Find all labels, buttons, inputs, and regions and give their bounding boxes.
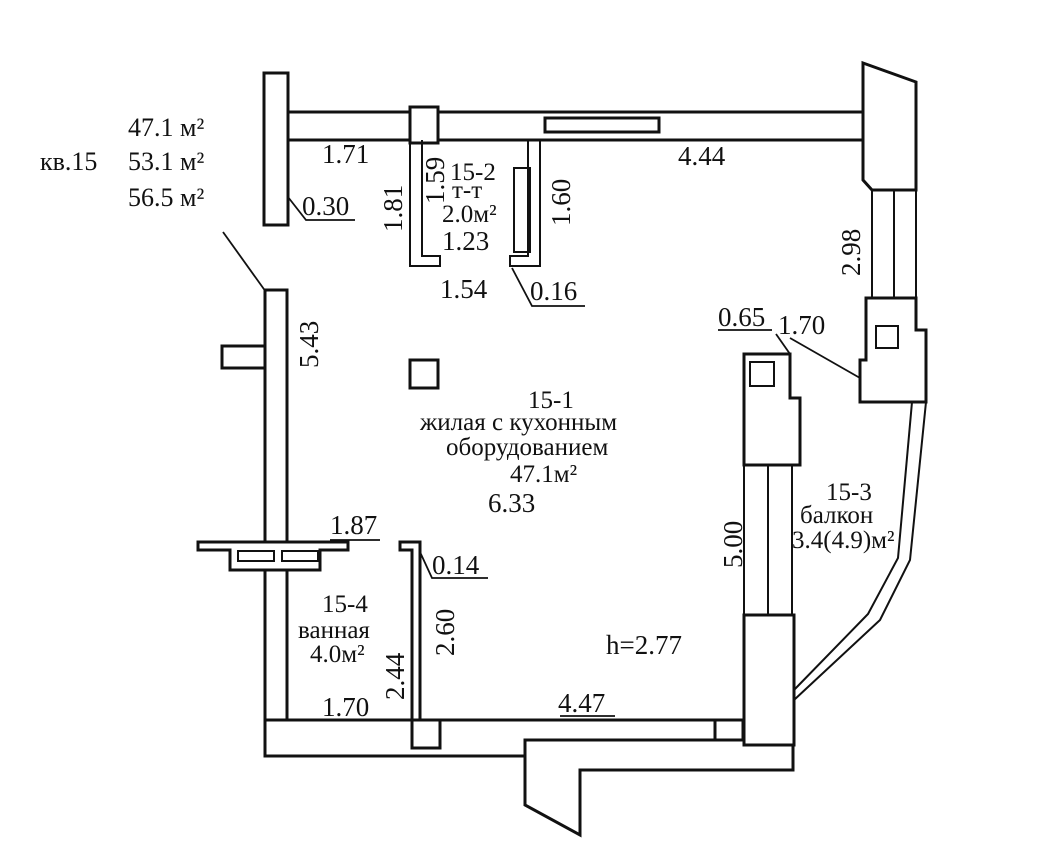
balcony-name: балкон [800, 502, 873, 529]
bath-area: 4.0м² [310, 641, 365, 668]
leader-lines [222, 196, 861, 717]
dim-wc-0-16: 0.16 [530, 276, 577, 306]
bath-name: ванная [298, 617, 370, 644]
dim-main-6-33: 6.33 [488, 488, 535, 518]
room-main: 15-1 жилая с кухонным оборудованием 47.1… [419, 387, 617, 488]
column [408, 358, 440, 390]
balcony-area: 3.4(4.9)м² [792, 527, 894, 554]
dim-bath-0-14: 0.14 [432, 550, 480, 580]
dim-wc-1-60: 1.60 [546, 179, 576, 226]
top-window [543, 116, 661, 134]
balcony-number: 15-3 [826, 479, 872, 506]
dim-bottom-1-70: 1.70 [322, 692, 369, 722]
room-wc: 15-2 т-т 2.0м² [442, 159, 497, 228]
left-wall [263, 288, 289, 750]
dim-wc-1-81: 1.81 [378, 185, 408, 232]
wc-right-partition [509, 140, 541, 267]
right-column [742, 352, 802, 467]
dim-top-left: 1.71 [322, 139, 369, 169]
balcony-outer [793, 401, 927, 701]
dim-right-2-98: 2.98 [836, 229, 866, 276]
apartment-label: кв.15 [40, 147, 97, 176]
dim-1-70-top: 1.70 [778, 310, 825, 340]
dim-wc-1-23: 1.23 [442, 226, 489, 256]
room-bath: 15-4 ванная 4.0м² [298, 591, 370, 668]
area-summary: 47.1 м² кв.15 53.1 м² 56.5 м² [40, 113, 204, 212]
wc-fixture [513, 167, 531, 253]
right-block [858, 296, 928, 404]
dim-wc-1-59: 1.59 [420, 157, 450, 204]
dim-right-5-00: 5.00 [718, 521, 748, 568]
dim-bath-1-87: 1.87 [330, 510, 377, 540]
dim-top-right: 4.44 [678, 141, 726, 171]
dim-bottom-4-47: 4.47 [558, 688, 605, 718]
ceiling-height: h=2.77 [606, 630, 682, 660]
main-name-line1: жилая с кухонным [419, 409, 617, 436]
right-upper-wall [861, 60, 918, 192]
bath-number: 15-4 [322, 591, 368, 618]
left-top-pier [262, 71, 290, 227]
dim-bath-2-44: 2.44 [380, 652, 410, 700]
walls [196, 60, 928, 838]
main-name-line2: оборудованием [446, 434, 608, 461]
area-with-balcony: 56.5 м² [128, 183, 204, 212]
dim-wall-0-30: 0.30 [302, 191, 349, 221]
dim-wc-1-54: 1.54 [440, 274, 488, 304]
bottom-projection [523, 738, 795, 838]
balcony-inner [793, 401, 913, 691]
main-area: 47.1м² [510, 461, 577, 488]
total-area: 53.1 м² [128, 147, 204, 176]
dim-left-5-43: 5.43 [294, 321, 324, 368]
main-number: 15-1 [528, 387, 574, 414]
living-area-total: 47.1 м² [128, 113, 204, 142]
left-wall-stub [220, 344, 267, 370]
wc-left-partition [409, 140, 441, 267]
wc-number: 15-2 [450, 159, 496, 186]
top-wall-pier [408, 105, 440, 145]
dimensions: 1.71 4.44 0.30 1.81 1.59 1.60 1.23 1.54 … [294, 139, 866, 722]
right-lower-wall [742, 613, 796, 747]
dim-bath-2-60: 2.60 [430, 609, 460, 656]
dim-0-65: 0.65 [718, 302, 765, 332]
wc-area: 2.0м² [442, 201, 497, 228]
room-balcony: 15-3 балкон 3.4(4.9)м² [792, 479, 894, 554]
wc-name: т-т [452, 177, 482, 204]
